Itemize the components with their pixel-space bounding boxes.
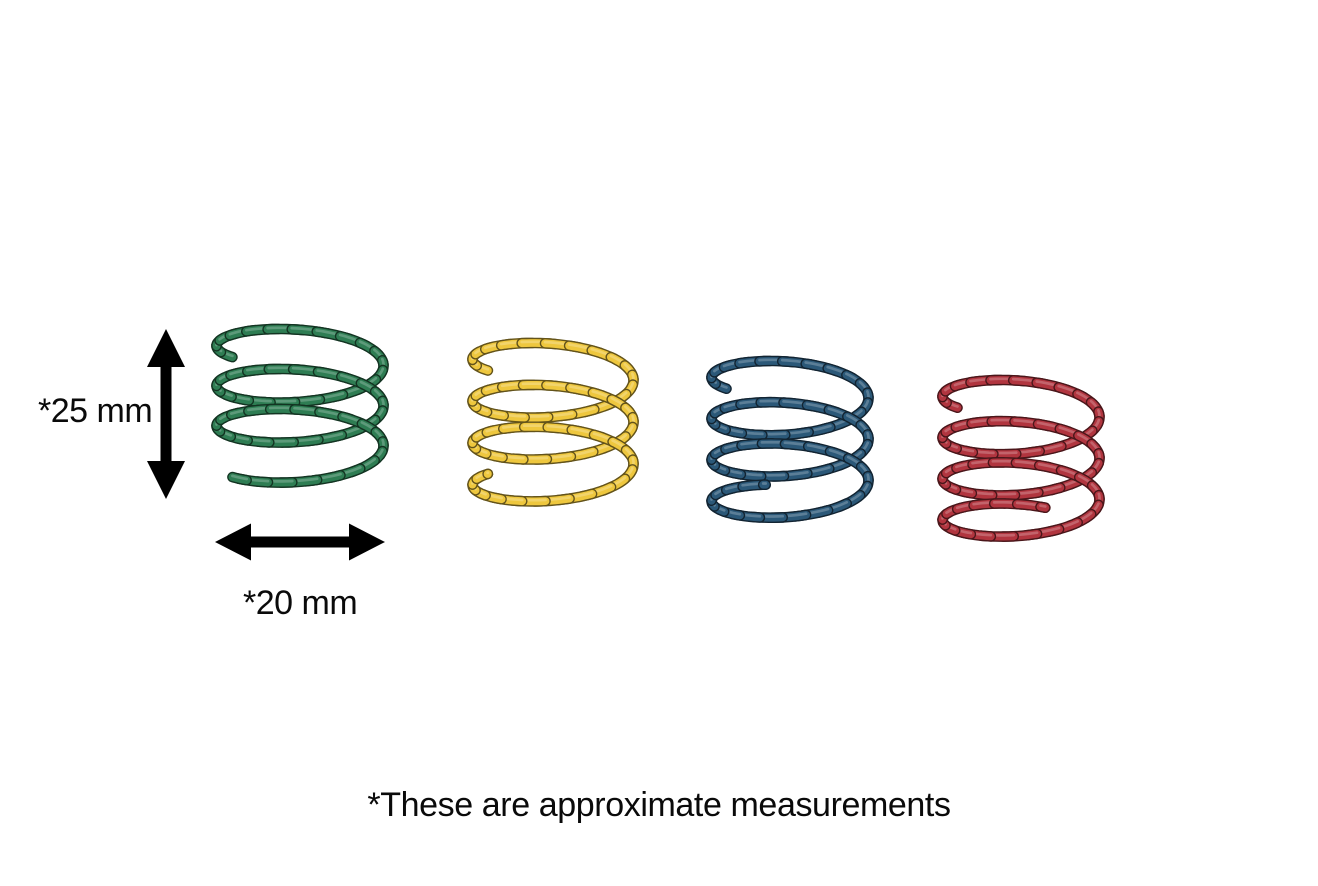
spring-blue xyxy=(706,355,874,555)
height-dimension-label: *25 mm xyxy=(38,392,153,430)
spring-red xyxy=(937,374,1105,578)
yellow-spring-illustration xyxy=(467,337,639,507)
width-dimension-label: *20 mm xyxy=(243,584,358,622)
spring-green xyxy=(211,323,389,507)
spring-yellow xyxy=(467,337,639,535)
measurement-footnote: *These are approximate measurements xyxy=(367,786,951,824)
green-spring-illustration xyxy=(211,323,389,488)
horizontal-double-arrow-icon xyxy=(215,523,385,561)
blue-spring-illustration xyxy=(706,355,874,523)
red-spring-illustration xyxy=(937,374,1105,542)
vertical-double-arrow-icon xyxy=(147,329,185,499)
